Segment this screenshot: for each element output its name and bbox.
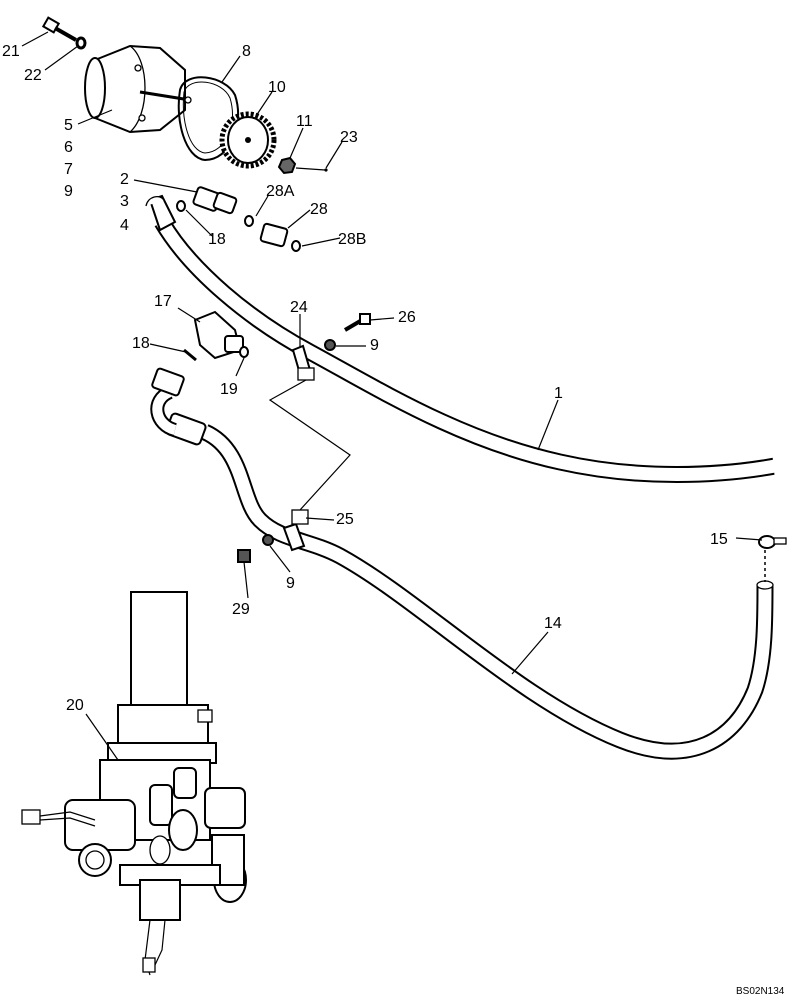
- bolt-29: [237, 549, 251, 563]
- o-ring-19: [239, 346, 249, 358]
- callout-7: 7: [64, 161, 73, 178]
- callout-22: 22: [24, 67, 42, 84]
- callout-9-middle: 9: [370, 337, 379, 354]
- callout-8: 8: [242, 43, 251, 60]
- callout-23: 23: [340, 129, 358, 146]
- callout-20: 20: [66, 697, 84, 714]
- callout-18-lower: 18: [132, 335, 150, 352]
- clamp-tie-line: [268, 379, 351, 511]
- callout-5: 5: [64, 117, 73, 134]
- bolt-26: [343, 313, 371, 332]
- clamp-25: [282, 509, 309, 552]
- callout-10: 10: [268, 79, 286, 96]
- nut-9-lower: [262, 534, 274, 546]
- callout-11: 11: [296, 113, 313, 130]
- o-ring-18-upper: [176, 200, 186, 212]
- adapter-fitting-2: [192, 186, 238, 215]
- callout-labels: 21 22 5 6 7 9 8 10 11 23 2 3 4 18 28A 28…: [2, 43, 728, 714]
- callout-28: 28: [310, 201, 328, 218]
- callout-24: 24: [290, 299, 308, 316]
- control-valve-20: [21, 591, 247, 976]
- elbow-fitting-17: [193, 310, 244, 360]
- hose-clamp-15: [758, 535, 787, 582]
- callout-25: 25: [336, 511, 354, 528]
- callout-15: 15: [710, 531, 728, 548]
- bolt-21: [41, 16, 77, 42]
- callout-14: 14: [544, 615, 562, 632]
- callout-9-lower: 9: [286, 575, 295, 592]
- callout-29: 29: [232, 601, 250, 618]
- o-ring-28b: [291, 240, 301, 252]
- callout-1: 1: [554, 385, 563, 402]
- callout-3: 3: [120, 193, 129, 210]
- callout-2: 2: [120, 171, 129, 188]
- callout-4: 4: [120, 217, 129, 234]
- drawing-reference-code: BS02N134: [736, 986, 785, 997]
- callout-26: 26: [398, 309, 416, 326]
- callout-6: 6: [64, 139, 73, 156]
- o-ring-28a: [244, 215, 254, 227]
- callout-21: 21: [2, 43, 20, 60]
- key-23: [295, 167, 328, 172]
- nut-9-upper: [324, 339, 336, 351]
- gear-pump: [84, 44, 191, 134]
- gear-10: [219, 111, 277, 169]
- callout-9-top: 9: [64, 183, 73, 200]
- nut-11: [277, 156, 297, 175]
- callout-19: 19: [220, 381, 238, 398]
- hose-14: [150, 367, 774, 760]
- leader-lines: [21, 31, 763, 761]
- callout-17: 17: [154, 293, 172, 310]
- callout-18-upper: 18: [208, 231, 226, 248]
- callout-28a: 28A: [266, 183, 295, 200]
- washer-22: [75, 36, 87, 50]
- hose-1: [145, 194, 778, 483]
- fitting-28: [259, 222, 289, 248]
- callout-28b: 28B: [338, 231, 366, 248]
